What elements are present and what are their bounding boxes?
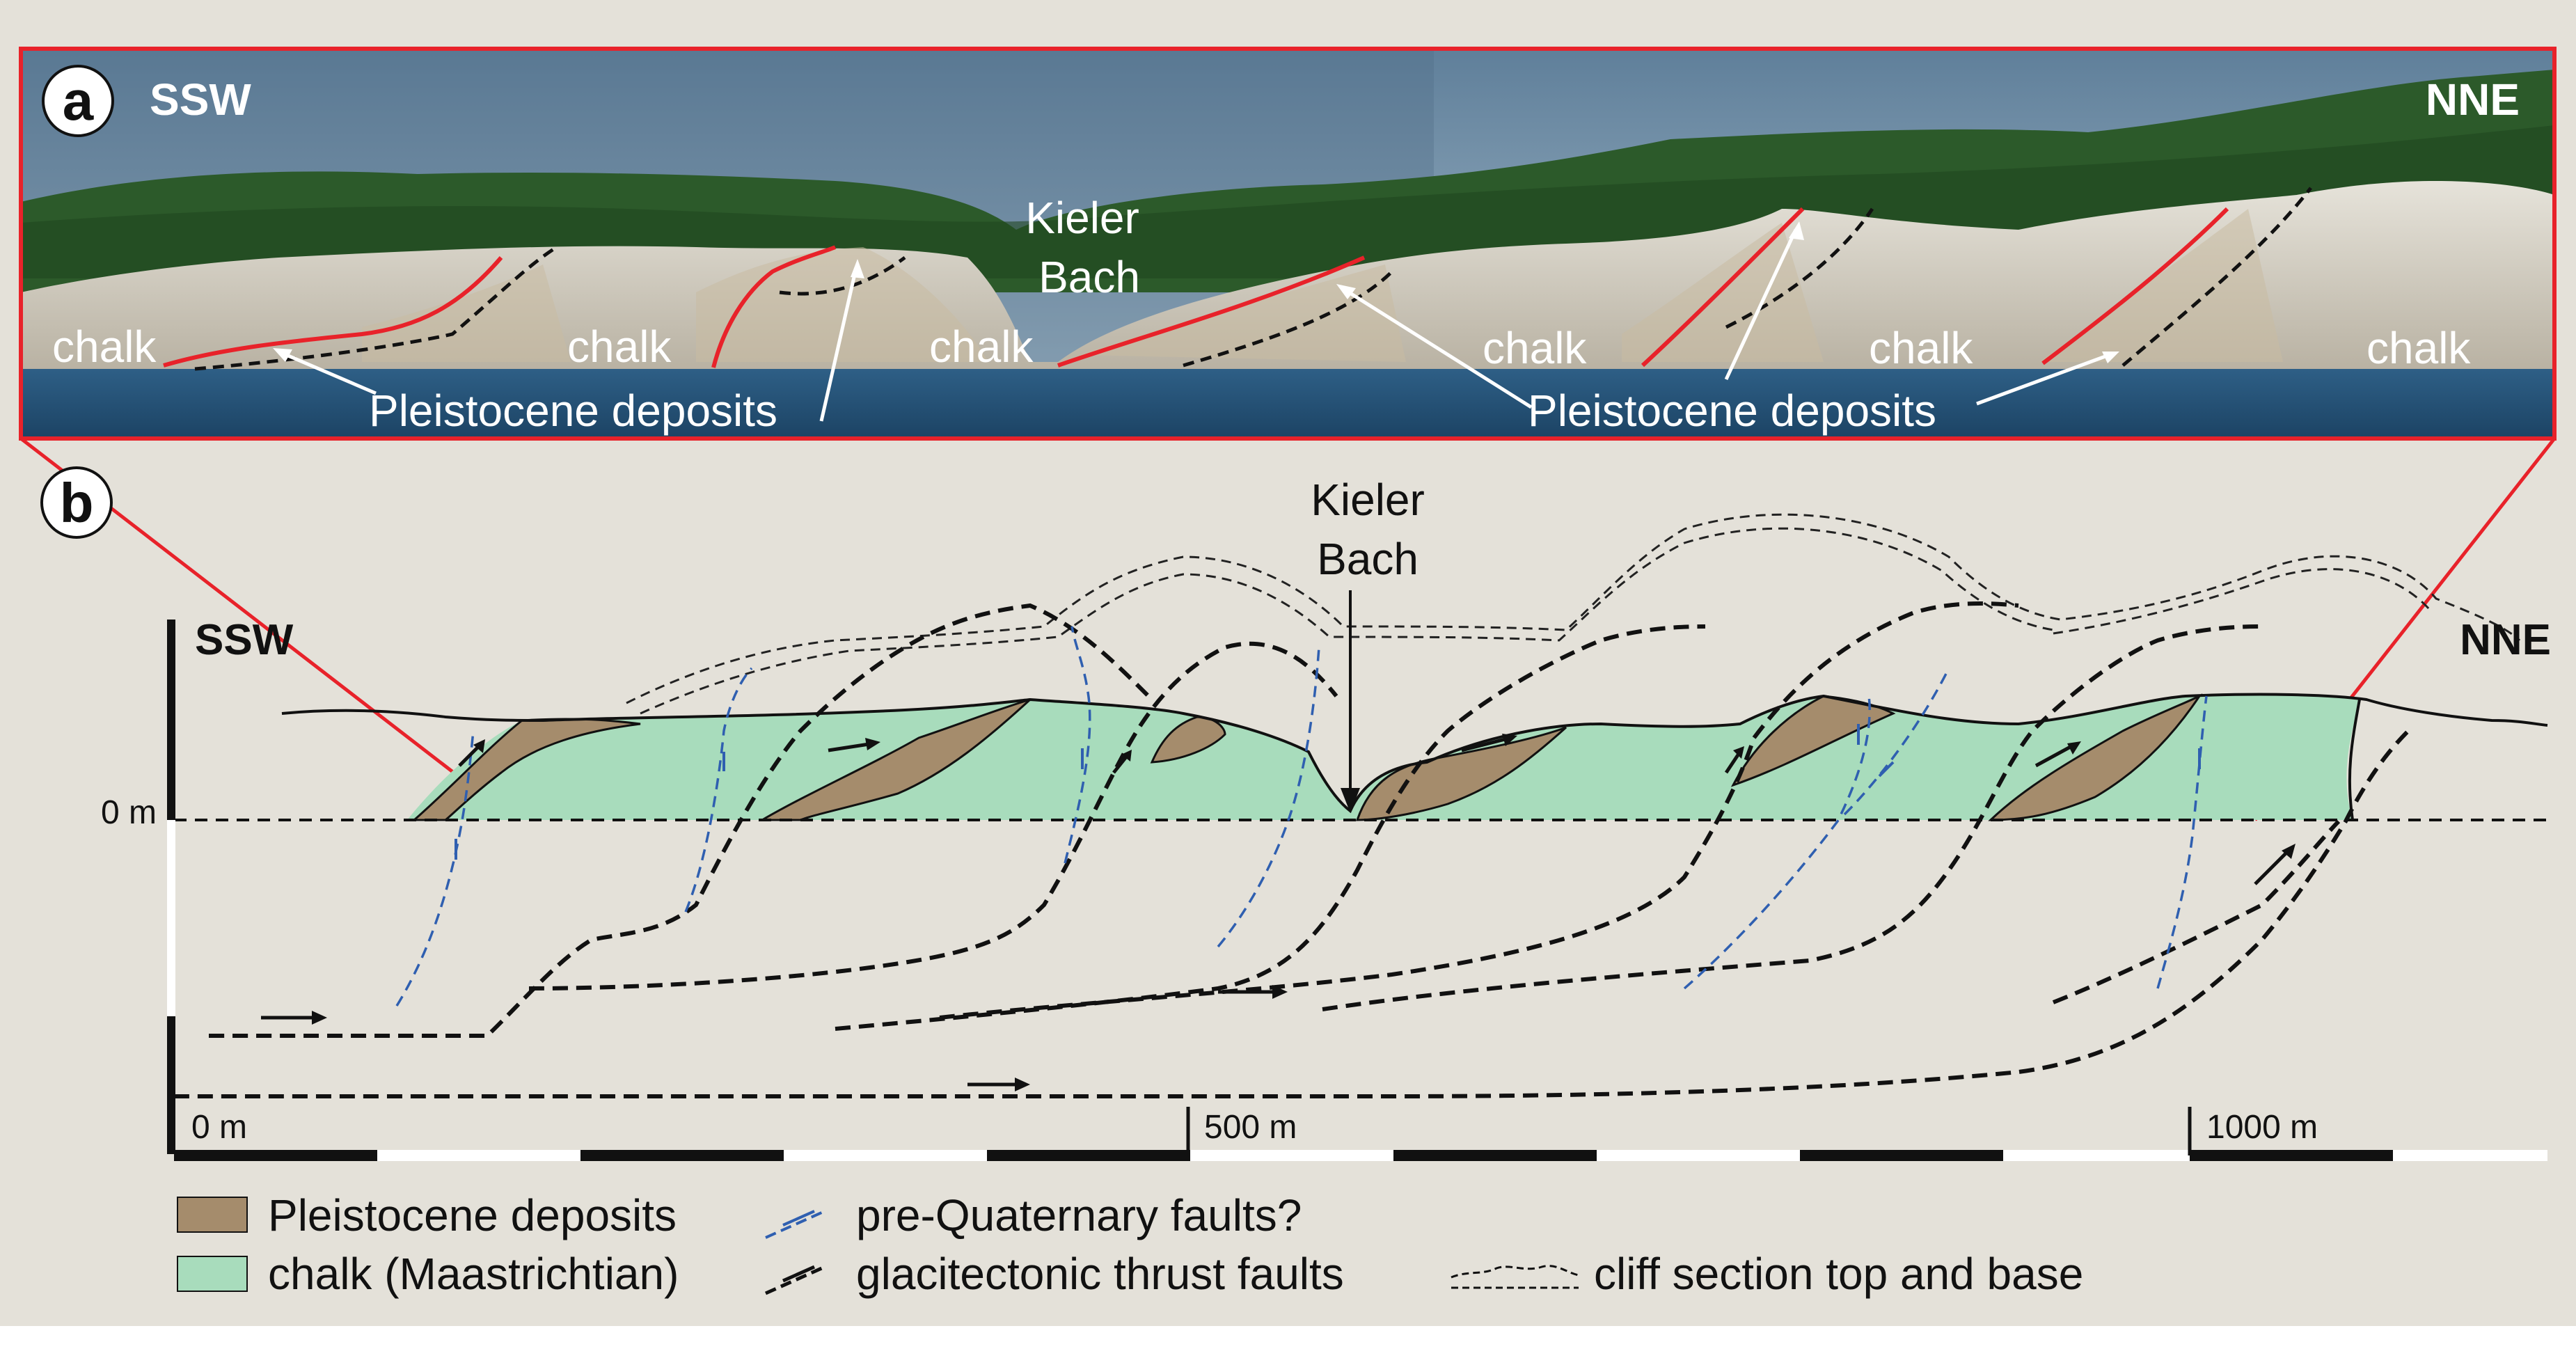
section-bach-label: Bach xyxy=(1317,534,1419,584)
photo-black-fault xyxy=(1725,207,1874,329)
photo-red-fault xyxy=(711,245,837,368)
photo-red-fault xyxy=(1641,207,1805,368)
horizontal-scale-bar xyxy=(174,1107,2547,1161)
legend-label-thrust: glacitectonic thrust faults xyxy=(856,1249,1344,1299)
photo-red-fault xyxy=(2041,207,2229,365)
cliff-top-line xyxy=(281,693,2548,814)
datum-label: 0 m xyxy=(101,794,157,831)
photo-cliffs xyxy=(21,181,2554,369)
vertical-scale-upper xyxy=(167,620,175,820)
legend-label-cliff: cliff section top and base xyxy=(1594,1249,2083,1299)
legend: Pleistocene deposits chalk (Maastrichtia… xyxy=(177,1190,2083,1299)
legend-icon-thrust xyxy=(764,1265,826,1295)
photo-black-fault xyxy=(194,245,558,371)
photo-pointer-heads xyxy=(273,221,2119,363)
panel-b-letter: b xyxy=(60,472,94,534)
kieler-arrow-head xyxy=(1341,788,1360,813)
legend-label-prequaternary: pre-Quaternary faults? xyxy=(856,1190,1302,1240)
blue-arrows xyxy=(455,724,2201,860)
thrust-arrow-heads xyxy=(312,734,2296,1091)
thrust-arrows xyxy=(261,736,2291,1087)
reconstructed-arc xyxy=(640,527,2054,715)
figure-white-margin xyxy=(0,1326,2576,1349)
scale-tick-1000: 1000 m xyxy=(2206,1109,2318,1146)
photo-chalk-label: chalk xyxy=(567,322,672,372)
legend-icon-cliff xyxy=(1451,1265,1579,1289)
vertical-scale-lower xyxy=(167,1016,175,1154)
legend-swatch-chalk xyxy=(177,1256,248,1292)
photo-kieler-label: Kieler xyxy=(1025,193,1139,243)
photo-chalk-label: chalk xyxy=(52,322,157,372)
photo-black-fault xyxy=(1183,270,1393,368)
section-kieler-label: Kieler xyxy=(1311,475,1425,525)
photo-pointers xyxy=(278,228,2110,422)
photo-direction-left: SSW xyxy=(150,74,251,125)
photo-bach-label: Bach xyxy=(1038,252,1140,302)
legend-icon-prequaternary xyxy=(765,1210,825,1239)
photo-pleistocene-label: Pleistocene deposits xyxy=(1528,386,1936,436)
panel-b-section: Kieler Bach SSW NNE 0 m 0 m 500 m 1000 m xyxy=(19,437,2556,1161)
reconstructed-arc xyxy=(626,513,2521,704)
panel-a-badge xyxy=(42,65,114,137)
legend-swatch-pleistocene xyxy=(177,1197,248,1233)
photo-sea xyxy=(21,369,2554,439)
vertical-scale-middle xyxy=(167,820,175,1016)
photo-pleistocene-label: Pleistocene deposits xyxy=(369,386,777,436)
photo-chalk-label: chalk xyxy=(2366,323,2471,373)
panel-a-letter: a xyxy=(63,70,94,132)
legend-label-chalk: chalk (Maastrichtian) xyxy=(268,1249,679,1299)
photo-chalk-label: chalk xyxy=(929,322,1034,372)
photo-red-fault xyxy=(163,256,503,368)
photo-direction-right: NNE xyxy=(2426,74,2520,125)
section-direction-left: SSW xyxy=(195,616,294,664)
cliff-base-notch xyxy=(2348,699,2361,821)
panel-b-badge xyxy=(40,466,113,539)
photo-black-fault xyxy=(2121,187,2312,367)
scale-tick-500: 500 m xyxy=(1204,1109,1297,1146)
photo-red-frame xyxy=(19,47,2557,441)
reconstructed-arc xyxy=(2053,568,2431,635)
legend-label-pleistocene: Pleistocene deposits xyxy=(268,1190,677,1240)
scale-tick-0: 0 m xyxy=(191,1109,247,1146)
section-direction-right: NNE xyxy=(2460,616,2551,664)
photo-chalk-label: chalk xyxy=(1869,323,1973,373)
photo-red-fault xyxy=(1057,255,1366,368)
panel-a-photo: a SSW NNE chalk chalk chalk chalk chalk … xyxy=(19,47,2557,441)
pleistocene-deposits xyxy=(411,693,2203,821)
photo-chalk-label: chalk xyxy=(1483,323,1587,373)
